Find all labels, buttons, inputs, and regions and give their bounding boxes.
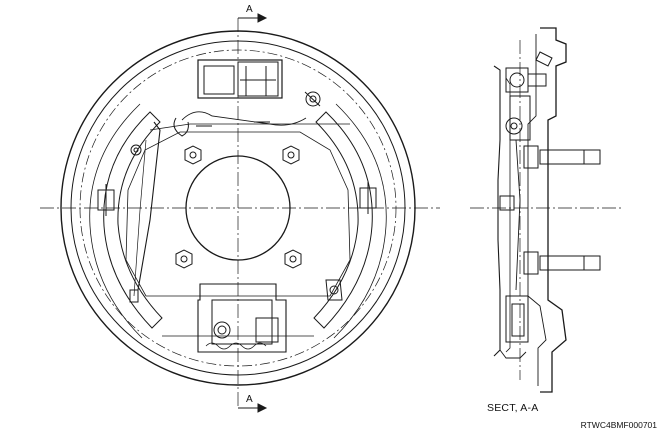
section-lower-lip xyxy=(499,349,527,359)
anchor-pin-left xyxy=(213,321,231,339)
lower-spring-coil xyxy=(205,342,267,350)
section-arrow-bottom-head xyxy=(257,403,268,413)
section-parking-lever xyxy=(515,139,521,291)
anchor-pin-right xyxy=(255,317,279,343)
brake-shoe-left xyxy=(103,111,163,329)
brake-lining-right xyxy=(333,103,387,339)
wheel-cylinder-piston xyxy=(237,61,279,97)
upper-return-spring xyxy=(181,111,307,126)
lever-pin-inner xyxy=(133,147,139,153)
anchor-plate xyxy=(211,299,273,345)
strut-hook xyxy=(173,117,189,137)
section-view xyxy=(493,27,601,393)
bleeder-line xyxy=(304,91,321,107)
hub-nut-1-center xyxy=(189,151,197,159)
section-wheel-cylinder-mount xyxy=(528,73,547,87)
hub-nut-4 xyxy=(284,249,302,269)
section-title: SECT, A-A xyxy=(487,402,539,414)
brake-lining-left xyxy=(89,103,143,339)
section-adjuster-inner xyxy=(510,122,518,130)
brake-shoe-right xyxy=(313,111,373,329)
wheel-cylinder xyxy=(197,59,283,99)
hub-nut-2 xyxy=(282,145,300,165)
bleeder-screw-inner xyxy=(309,95,317,103)
adjuster-link xyxy=(196,121,270,127)
hub-nut-2-center xyxy=(287,151,295,159)
anchor-pin-left-inner xyxy=(217,325,227,335)
section-hold-down xyxy=(499,195,515,211)
lever-pin xyxy=(130,144,142,156)
hub-nut-3 xyxy=(175,249,193,269)
section-arrow-top-head xyxy=(257,13,268,23)
drum-profile xyxy=(540,27,567,393)
section-arrows xyxy=(238,13,268,413)
section-mark-bottom: A xyxy=(246,394,253,405)
anchor-block xyxy=(197,283,287,353)
shoe-adjuster-bolt xyxy=(329,285,339,295)
adjuster-strut xyxy=(149,123,350,131)
backing-plate xyxy=(493,65,501,357)
bleeder-screw xyxy=(305,91,321,107)
section-centre-lines xyxy=(470,40,624,380)
wheel-stud-lower xyxy=(539,255,601,271)
section-anchor-plate xyxy=(511,303,525,337)
hub-nut-4-center xyxy=(289,255,297,263)
reference-code: RTWC4BMF000701 xyxy=(580,420,657,430)
section-adjuster xyxy=(505,117,523,135)
section-wheel-cylinder xyxy=(505,67,529,93)
section-bleeder xyxy=(535,51,553,67)
drum-inner-profile xyxy=(527,34,547,386)
wheel-stud-lower-head xyxy=(523,251,539,275)
hub-nut-1 xyxy=(184,145,202,165)
centre-lines xyxy=(40,18,440,408)
section-anchor xyxy=(505,295,529,343)
wheel-cylinder-body xyxy=(203,65,235,95)
wheel-stud-upper xyxy=(539,149,601,165)
cable-end xyxy=(129,289,139,303)
section-mark-top: A xyxy=(246,4,253,15)
shoe-adjuster-clip xyxy=(325,279,343,301)
backing-plate-inner xyxy=(505,77,511,353)
hub-nut-3-center xyxy=(180,255,188,263)
parking-cable xyxy=(133,139,147,297)
parking-lever xyxy=(137,121,161,291)
wheel-stud-upper-head xyxy=(523,145,539,169)
section-wheel-cylinder-bore xyxy=(509,72,525,88)
